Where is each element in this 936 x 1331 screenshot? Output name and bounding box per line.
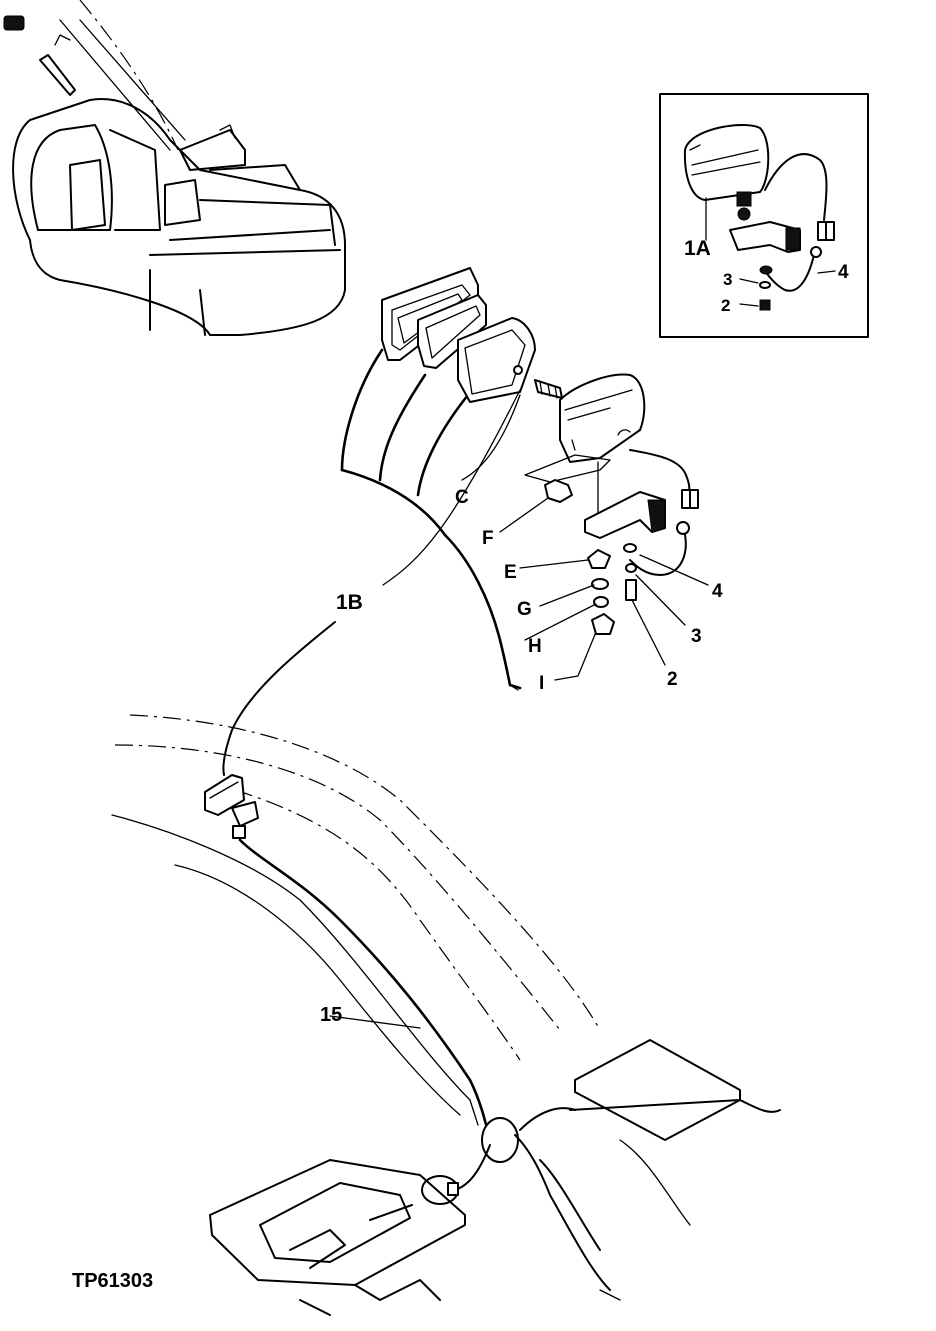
excavator-cab-illustration [3, 0, 346, 336]
work-light-exploded-view [340, 267, 709, 691]
callout-i: I [539, 673, 544, 694]
callout-e: E [504, 562, 517, 583]
boom-and-harness-illustration [111, 621, 781, 1316]
inset-detail-box [659, 93, 869, 338]
callout-2: 2 [667, 669, 678, 690]
callout-f: F [482, 528, 494, 549]
callout-c: C [455, 487, 469, 508]
callout-inset-3: 3 [723, 270, 732, 289]
callout-4: 4 [712, 581, 723, 602]
callout-15: 15 [320, 1004, 342, 1026]
callout-g: G [517, 599, 532, 620]
figure-id-label: TP61303 [72, 1270, 153, 1292]
callout-1b: 1B [336, 591, 363, 614]
callout-inset-2: 2 [721, 296, 730, 315]
callout-1a: 1A [684, 237, 711, 260]
callout-3: 3 [691, 626, 702, 647]
callout-h: H [528, 636, 542, 657]
callout-inset-4: 4 [838, 262, 849, 283]
